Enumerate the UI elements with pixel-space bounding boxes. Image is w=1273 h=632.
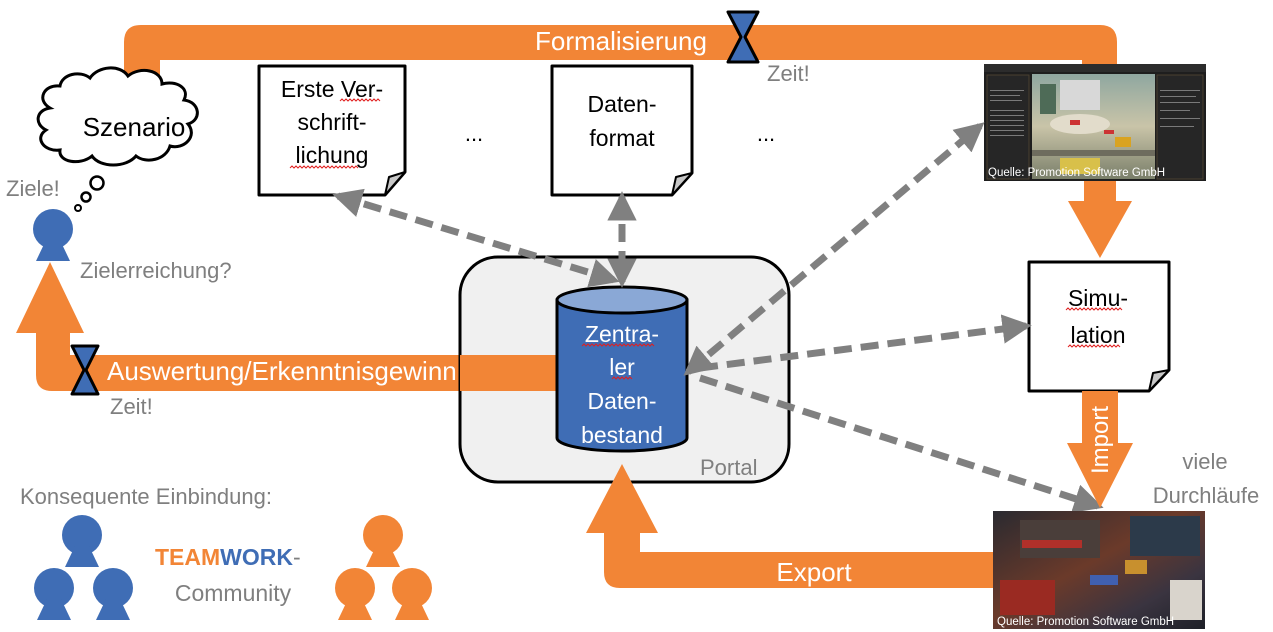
auswertung-band-end xyxy=(460,355,558,391)
document-erste-verschriftlichung: Erste Ver- schrift- lichung xyxy=(257,64,407,197)
formalisierung-band xyxy=(124,25,1117,78)
database-line: bestand xyxy=(581,422,663,448)
doc-line: Daten- xyxy=(587,91,656,117)
database-line: ler xyxy=(609,354,635,380)
import-label: Import xyxy=(1087,406,1114,474)
editor-to-simulation-arrow xyxy=(1068,181,1132,258)
doc-line: Erste Ver- xyxy=(281,76,383,102)
ellipsis-1: ... xyxy=(465,121,483,146)
editor-screenshot-caption: Quelle: Promotion Software GmbH xyxy=(988,167,1165,179)
community-heading: Konsequente Einbindung: xyxy=(20,484,272,509)
db-to-erste-verschriftlichung-arrow xyxy=(332,188,620,288)
simulation-screenshot: Quelle: Promotion Software GmbH xyxy=(993,511,1205,629)
document-datenformat: Daten- format xyxy=(550,64,694,197)
viele-note: viele xyxy=(1182,449,1227,474)
community-label: Community xyxy=(175,580,292,606)
document-simulation: Simu- lation xyxy=(1027,260,1171,393)
doc-line: format xyxy=(589,125,655,151)
editor-screenshot: Quelle: Promotion Software GmbH xyxy=(984,64,1206,181)
zeit-note-top: Zeit! xyxy=(767,61,810,86)
dashed-connectors xyxy=(332,122,1104,513)
team-word: TEAM xyxy=(155,544,220,570)
person-icon xyxy=(93,568,133,620)
zeit-note-left: Zeit! xyxy=(110,394,153,419)
person-icon xyxy=(335,568,375,620)
doc-line: lation xyxy=(1071,322,1126,348)
import-flow: Import xyxy=(1067,391,1133,508)
portal-label: Portal xyxy=(700,455,757,480)
person-icon xyxy=(363,515,403,567)
ellipsis-2: ... xyxy=(757,121,775,146)
zielerreichung-note: Zielerreichung? xyxy=(80,258,232,283)
doc-line: lichung xyxy=(296,142,369,168)
formalisierung-label: Formalisierung xyxy=(535,26,707,56)
doc-line: Simu- xyxy=(1068,285,1128,311)
scenario-label: Szenario xyxy=(83,112,186,142)
scenario-thought-cloud: Szenario xyxy=(36,66,199,212)
database-line: Daten- xyxy=(587,388,656,414)
person-icon xyxy=(392,568,432,620)
hourglass-icon-left xyxy=(70,344,100,396)
export-arrow xyxy=(586,464,993,588)
hourglass-icon-top xyxy=(726,10,760,64)
export-flow: Export xyxy=(586,464,993,588)
person-icon xyxy=(33,209,73,261)
teamwork-dash: - xyxy=(293,544,301,570)
db-to-simulation-run-arrow xyxy=(698,374,1104,513)
orange-team-icon xyxy=(335,515,432,620)
formalisierung-flow: Formalisierung xyxy=(124,25,1117,78)
db-to-simulation-arrow xyxy=(699,314,1032,372)
import-arrow xyxy=(1067,391,1133,508)
doc-line: schrift- xyxy=(298,109,367,135)
durchlaeufe-note: Durchläufe xyxy=(1153,483,1259,508)
blue-team-icon xyxy=(34,515,133,620)
central-database: Zentra- ler Daten- bestand xyxy=(555,285,689,453)
db-to-editor-arrow xyxy=(683,122,985,376)
auswertung-flow: Auswertung/Erkenntnisgewinn xyxy=(16,262,558,391)
auswertung-arrow xyxy=(16,262,558,391)
auswertung-label: Auswertung/Erkenntnisgewinn xyxy=(107,356,457,386)
person-icon xyxy=(62,515,102,567)
ziele-note: Ziele! xyxy=(6,176,60,201)
work-word: WORK xyxy=(220,544,293,570)
person-icon xyxy=(34,568,74,620)
simulation-screenshot-caption: Quelle: Promotion Software GmbH xyxy=(997,616,1174,628)
teamwork-label: TEAMWORK- xyxy=(155,544,301,570)
export-label: Export xyxy=(776,557,852,587)
database-line: Zentra- xyxy=(585,321,659,347)
